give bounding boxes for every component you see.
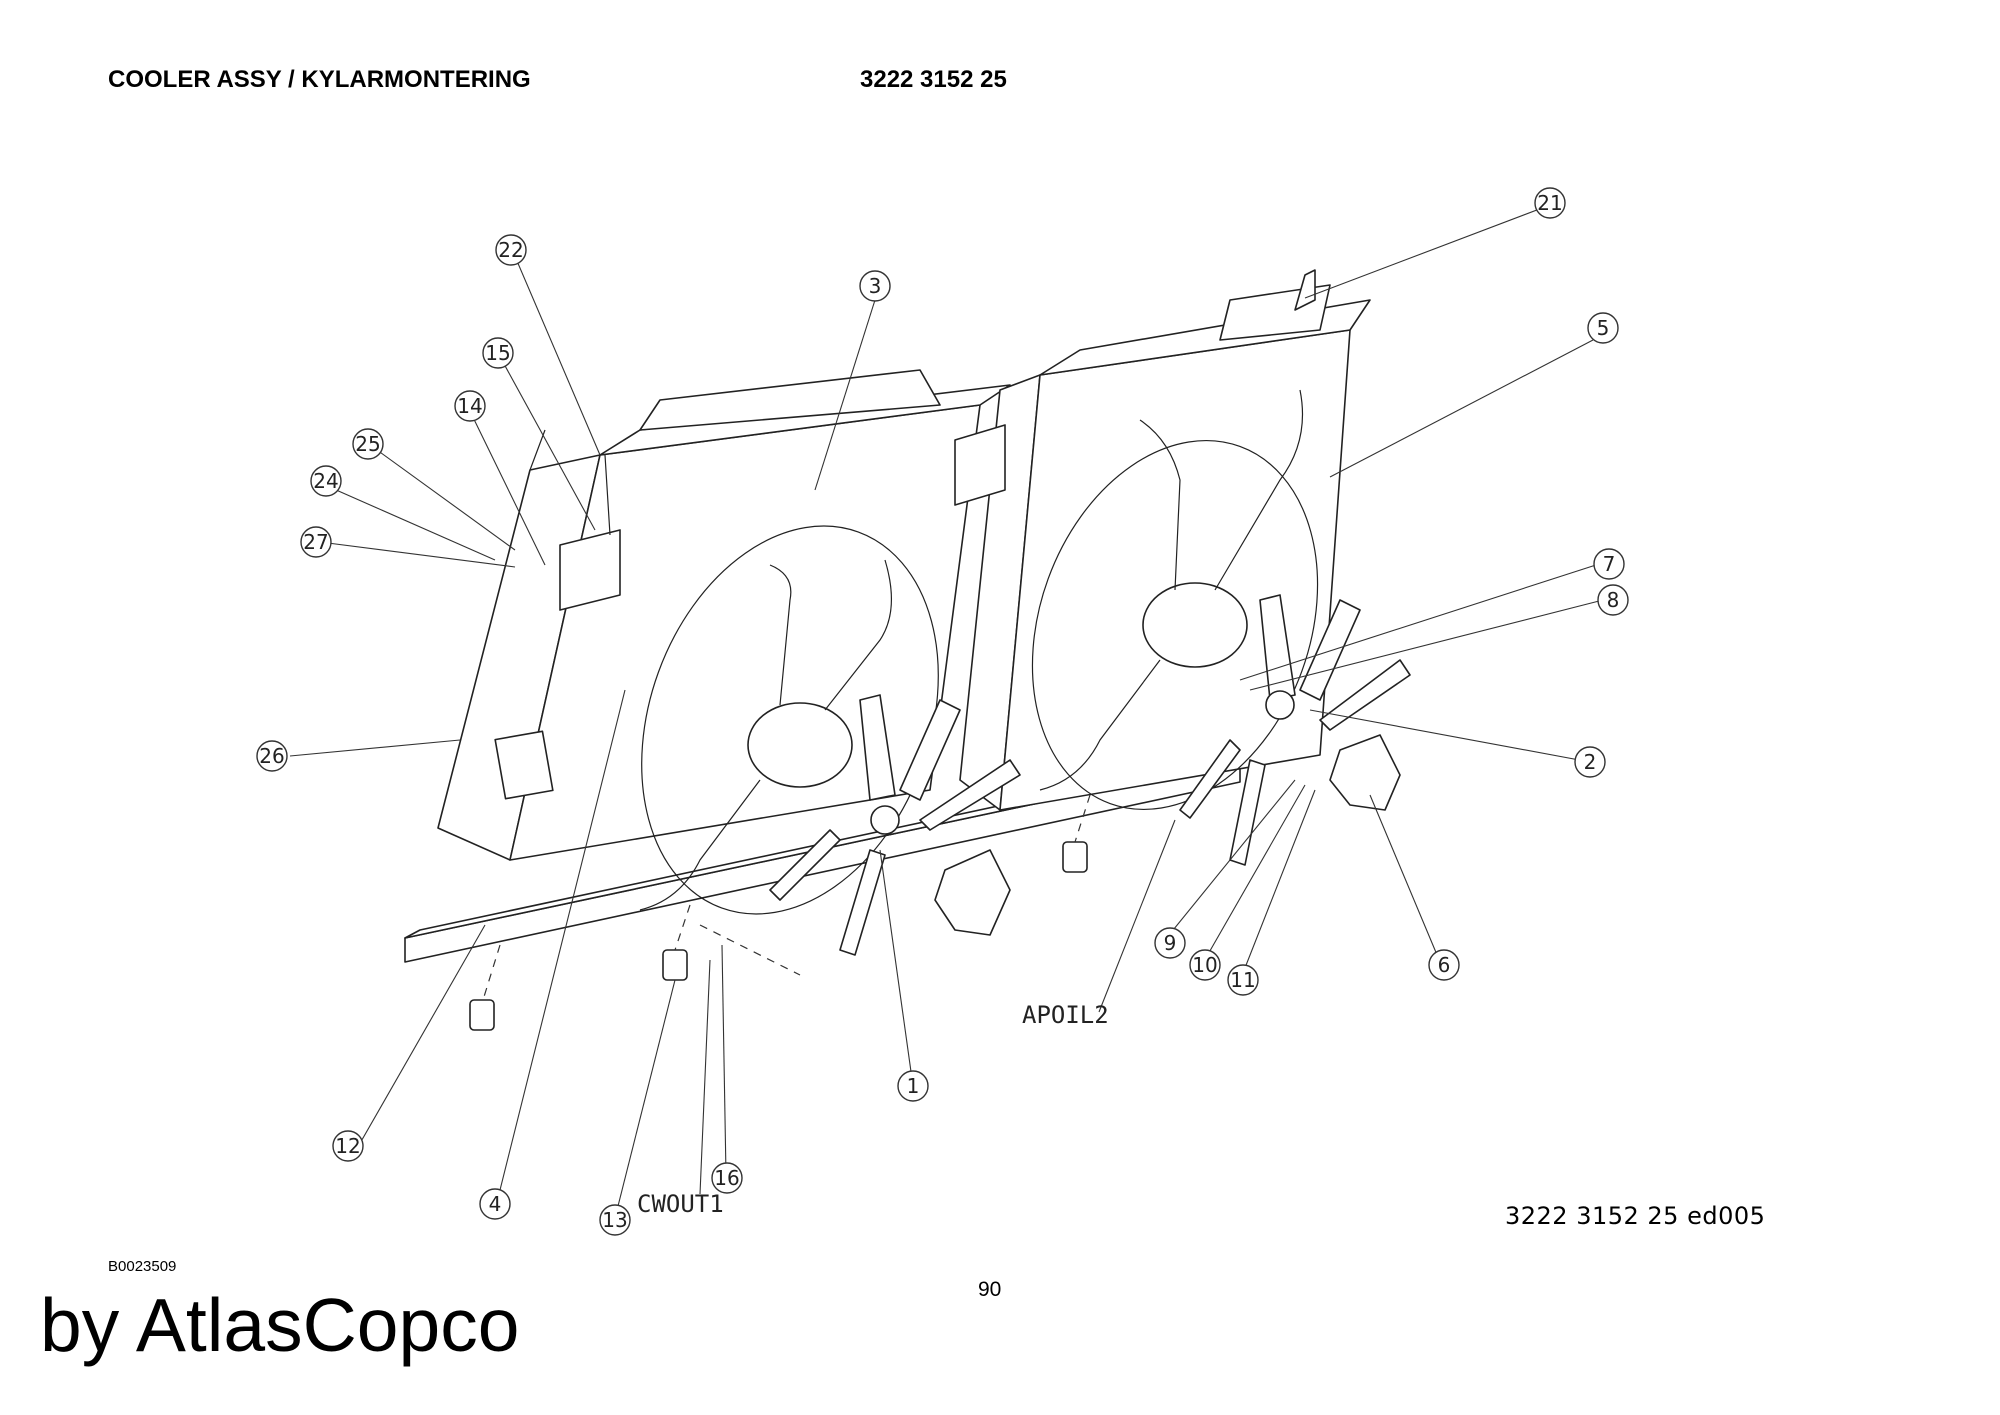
svg-text:11: 11: [1230, 968, 1255, 992]
callout-14: 14: [454, 390, 486, 422]
document-code: B0023509: [108, 1258, 177, 1275]
hydraulic-motors: [934, 734, 1401, 936]
svg-text:4: 4: [489, 1192, 502, 1216]
callout-3: 3: [859, 270, 891, 302]
callout-4: 4: [479, 1188, 511, 1220]
callout-6: 6: [1428, 949, 1460, 981]
connection-label-apoil2: APOIL2: [1022, 1001, 1109, 1029]
callout-27: 27: [300, 526, 332, 558]
callout-21: 21: [1534, 187, 1566, 219]
rubber-mounts: [469, 841, 1088, 1031]
callout-13: 13: [599, 1204, 631, 1236]
svg-text:14: 14: [457, 394, 482, 418]
svg-text:25: 25: [355, 432, 380, 456]
svg-text:7: 7: [1603, 552, 1616, 576]
callout-11: 11: [1227, 964, 1259, 996]
svg-text:2: 2: [1584, 750, 1597, 774]
fan-hubs: [870, 690, 1295, 835]
mounting-brackets: [559, 269, 1316, 611]
svg-text:6: 6: [1438, 953, 1451, 977]
svg-text:1: 1: [907, 1074, 920, 1098]
svg-text:27: 27: [303, 530, 328, 554]
callout-9: 9: [1154, 927, 1186, 959]
callout-5: 5: [1587, 312, 1619, 344]
callout-10: 10: [1189, 949, 1221, 981]
center-lines: [482, 794, 1091, 1001]
brand-watermark: by AtlasCopco: [40, 1283, 520, 1367]
svg-text:21: 21: [1537, 191, 1562, 215]
svg-text:16: 16: [714, 1166, 739, 1190]
callout-15: 15: [482, 337, 514, 369]
page-title: COOLER ASSY / KYLARMONTERING: [108, 66, 531, 93]
page-number: 90: [978, 1278, 1002, 1301]
callout-25: 25: [352, 428, 384, 460]
drawing-reference: 3222 3152 25 ed005: [1505, 1202, 1766, 1230]
callout-16: 16: [711, 1162, 743, 1194]
right-cooler-core: [959, 284, 1371, 811]
svg-text:15: 15: [485, 341, 510, 365]
callout-22: 22: [495, 234, 527, 266]
svg-text:26: 26: [259, 744, 284, 768]
svg-text:22: 22: [498, 238, 523, 262]
svg-text:8: 8: [1607, 588, 1620, 612]
svg-text:10: 10: [1192, 953, 1217, 977]
svg-text:12: 12: [335, 1134, 360, 1158]
callout-7: 7: [1593, 548, 1625, 580]
callout-26: 26: [256, 740, 288, 772]
callout-2: 2: [1574, 746, 1606, 778]
svg-text:9: 9: [1164, 931, 1177, 955]
leader-lines: [289, 204, 1604, 1219]
callout-1: 1: [897, 1070, 929, 1102]
svg-text:3: 3: [869, 274, 882, 298]
callout-8: 8: [1597, 584, 1629, 616]
svg-text:5: 5: [1597, 316, 1610, 340]
fan-blades: [769, 594, 1411, 956]
callout-24: 24: [310, 465, 342, 497]
connection-label-cwout1: CWOUT1: [637, 1190, 724, 1218]
part-number: 3222 3152 25: [860, 66, 1007, 93]
svg-text:24: 24: [313, 469, 338, 493]
svg-text:13: 13: [602, 1208, 627, 1232]
callout-12: 12: [332, 1130, 364, 1162]
fan-guards: [639, 389, 1303, 911]
